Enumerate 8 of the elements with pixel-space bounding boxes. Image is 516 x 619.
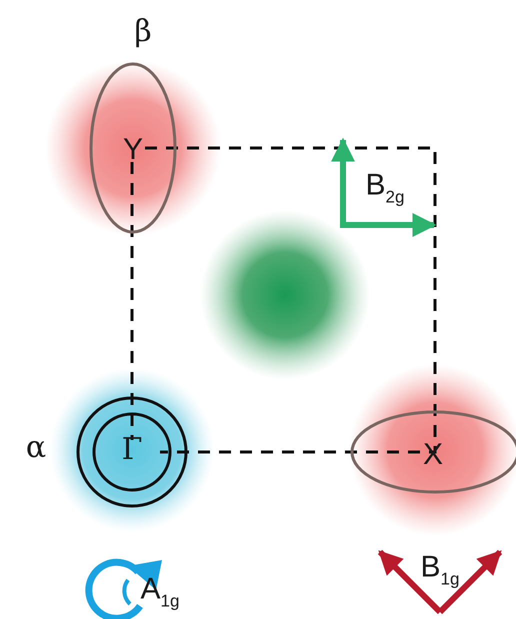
band-label: β bbox=[134, 17, 152, 47]
mode-label: A$_{1g}$ bbox=[140, 574, 180, 610]
symmetry-point-label: X bbox=[423, 440, 443, 470]
symmetry-point-label: Γ bbox=[122, 435, 142, 465]
mode-label: B$_{2g}$ bbox=[366, 170, 404, 206]
mode-label: B$_{1g}$ bbox=[420, 552, 460, 588]
symmetry-point-label: Y bbox=[123, 135, 143, 165]
band-label: α bbox=[26, 433, 46, 463]
